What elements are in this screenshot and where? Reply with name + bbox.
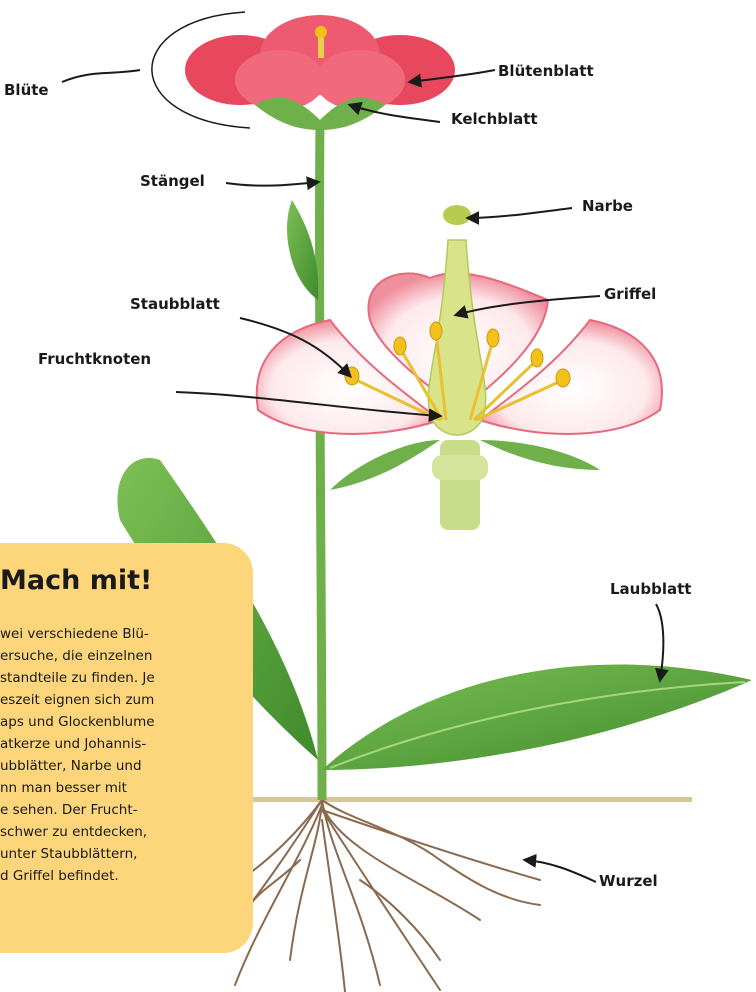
mach-mit-line: ersuche, die einzelnen	[0, 645, 250, 667]
root-system	[230, 800, 540, 992]
mach-mit-line: unter Staubblättern,	[0, 843, 250, 865]
label-narbe: Narbe	[582, 197, 633, 215]
right-leaf	[322, 664, 752, 770]
label-bluetenblatt: Blütenblatt	[498, 62, 594, 80]
label-wurzel: Wurzel	[599, 872, 658, 890]
mach-mit-line: e sehen. Der Frucht-	[0, 799, 250, 821]
label-fruchtknoten: Fruchtknoten	[38, 350, 151, 368]
main-stem	[319, 120, 322, 800]
mach-mit-text: wei verschiedene Blü- ersuche, die einze…	[0, 623, 250, 887]
small-leaf	[287, 200, 318, 300]
label-staengel: Stängel	[140, 172, 205, 190]
label-bluete: Blüte	[4, 81, 49, 99]
label-staubblatt: Staubblatt	[130, 295, 220, 313]
mach-mit-line: aps und Glockenblume	[0, 711, 250, 733]
label-laubblatt: Laubblatt	[610, 580, 691, 598]
top-flower	[185, 15, 455, 130]
mach-mit-line: schwer zu entdecken,	[0, 821, 250, 843]
mach-mit-box: Mach mit! wei verschiedene Blü- ersuche,…	[0, 543, 253, 953]
mach-mit-line: wei verschiedene Blü-	[0, 623, 250, 645]
label-kelchblatt: Kelchblatt	[451, 110, 538, 128]
mach-mit-line: standteile zu finden. Je	[0, 667, 250, 689]
soil-line	[250, 797, 692, 802]
mach-mit-line: eszeit eignen sich zum	[0, 689, 250, 711]
mach-mit-title: Mach mit!	[0, 565, 152, 596]
label-griffel: Griffel	[604, 285, 656, 303]
mach-mit-line: d Griffel befindet.	[0, 865, 250, 887]
mach-mit-line: nn man besser mit	[0, 777, 250, 799]
mach-mit-line: ubblätter, Narbe und	[0, 755, 250, 777]
mach-mit-line: atkerze und Johannis-	[0, 733, 250, 755]
